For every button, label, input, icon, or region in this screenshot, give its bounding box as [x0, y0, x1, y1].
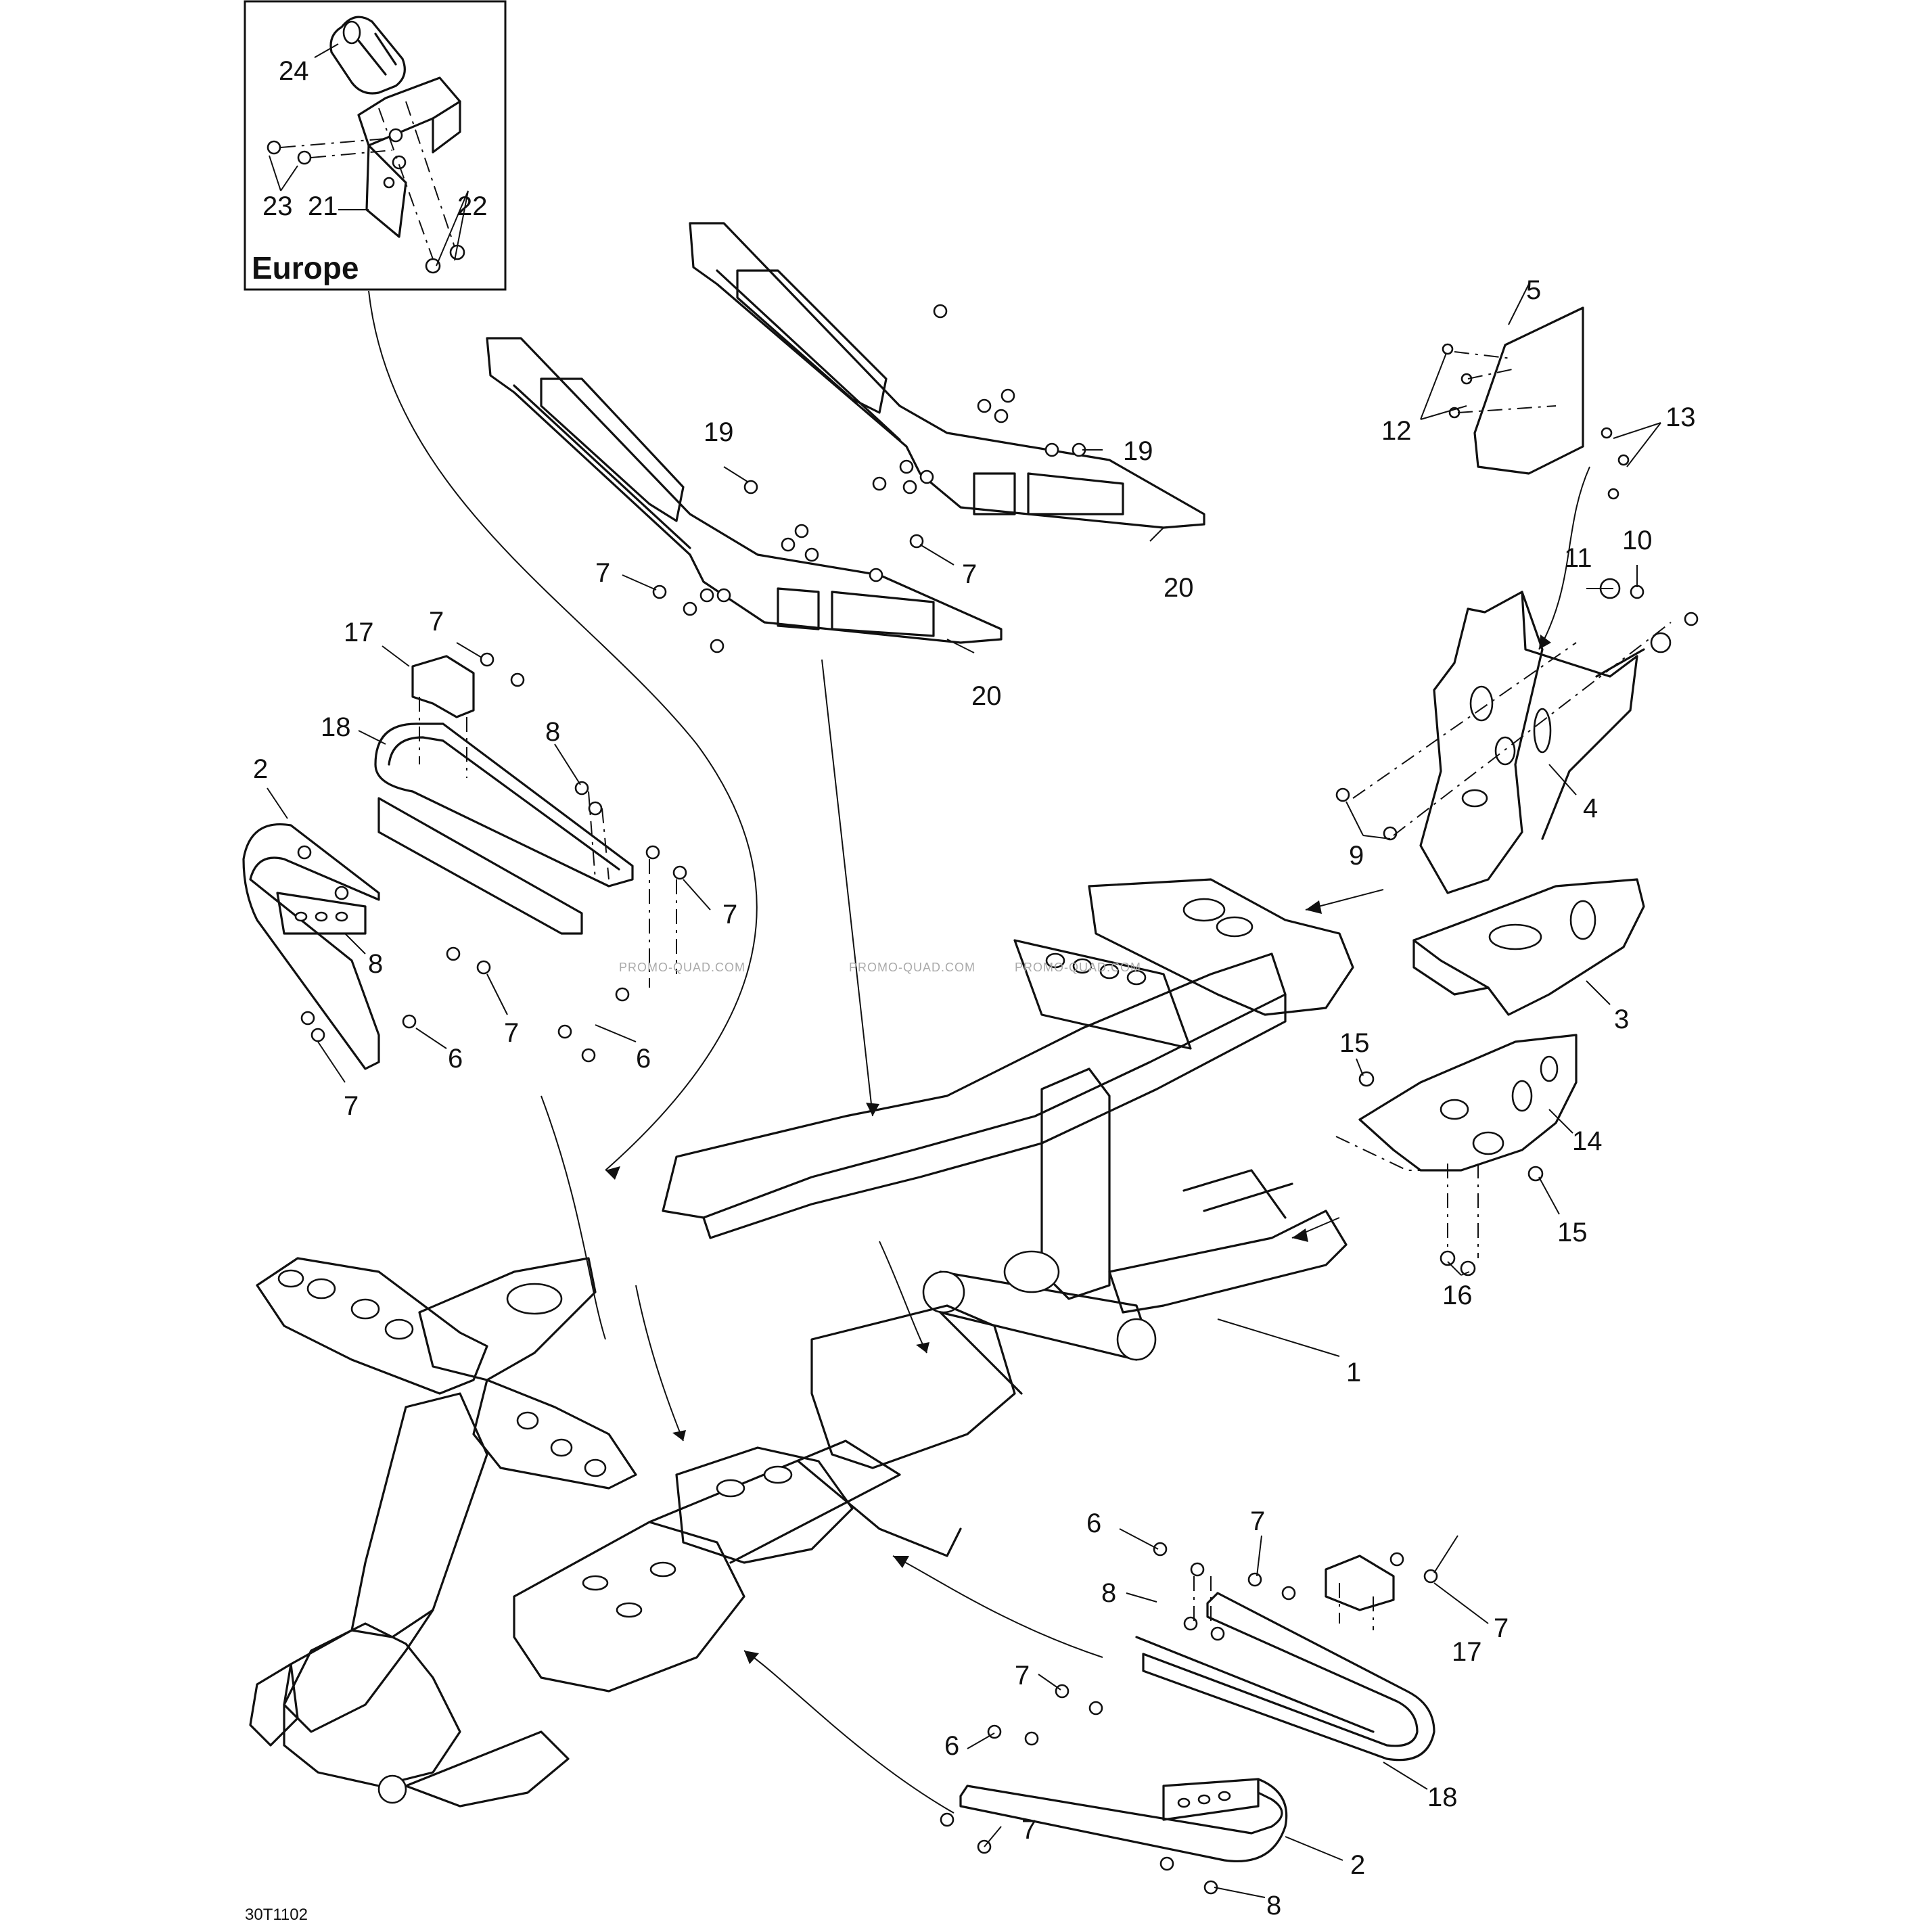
callout-20: 20 — [971, 681, 1002, 711]
part-21-bracket — [357, 76, 461, 238]
watermark: PROMO-QUAD.COM PROMO-QUAD.COM PROMO-QUAD… — [619, 961, 1141, 974]
part-2-guard-upper — [242, 823, 380, 1070]
inset-title: Europe — [252, 250, 359, 285]
watermark-text: PROMO-QUAD.COM — [1015, 961, 1141, 974]
bolt-icon — [297, 304, 1699, 1895]
callout-6: 6 — [1086, 1509, 1101, 1538]
callout-24: 24 — [279, 56, 309, 86]
callout-19: 19 — [1123, 436, 1153, 466]
callout-12: 12 — [1381, 416, 1412, 446]
callout-7: 7 — [595, 558, 610, 588]
callout-18: 18 — [1427, 1782, 1458, 1812]
part-5-panel — [1473, 306, 1584, 475]
part-2-guard-lower — [959, 1778, 1288, 1862]
callout-19: 19 — [704, 417, 734, 447]
watermark-text: PROMO-QUAD.COM — [849, 961, 975, 974]
callout-6: 6 — [448, 1044, 463, 1074]
callout-15: 15 — [1339, 1028, 1370, 1058]
callout-17: 17 — [344, 618, 374, 647]
part-17-bracket-lower — [1325, 1555, 1395, 1611]
fasteners — [297, 304, 1699, 1895]
callout-6: 6 — [636, 1044, 651, 1074]
callout-labels: 24 23 21 22 5 12 13 19 19 7 7 20 20 11 1… — [253, 56, 1696, 1920]
part-1-main-frame — [249, 878, 1354, 1808]
europe-inset — [244, 0, 507, 291]
part-14-engine-mount — [1358, 1034, 1578, 1172]
callout-11: 11 — [1564, 543, 1592, 573]
inset-fasteners — [267, 101, 465, 274]
callout-7: 7 — [1494, 1613, 1509, 1643]
callout-8: 8 — [368, 949, 383, 979]
arrowheads — [605, 635, 1551, 1664]
callout-7: 7 — [344, 1091, 359, 1121]
part-20-rack-support-rear — [689, 222, 1205, 529]
callout-7: 7 — [504, 1018, 519, 1048]
callout-7: 7 — [429, 607, 444, 637]
watermark-text: PROMO-QUAD.COM — [619, 961, 745, 974]
callout-10: 10 — [1622, 526, 1653, 555]
part-17-bracket-upper — [411, 655, 475, 718]
part-18-footrest-bar-upper — [374, 722, 634, 935]
callout-2: 2 — [1350, 1850, 1365, 1880]
callout-15: 15 — [1557, 1218, 1588, 1247]
leader-lines — [267, 43, 1661, 1898]
callout-8: 8 — [1101, 1578, 1116, 1608]
callout-9: 9 — [1349, 841, 1364, 871]
callout-6: 6 — [944, 1731, 959, 1761]
callout-3: 3 — [1614, 1005, 1629, 1034]
callout-7: 7 — [1021, 1815, 1036, 1845]
callout-22: 22 — [457, 191, 488, 221]
callout-18: 18 — [321, 712, 351, 742]
callout-2: 2 — [253, 754, 268, 784]
callout-23: 23 — [262, 191, 293, 221]
callout-14: 14 — [1572, 1126, 1603, 1156]
callout-7: 7 — [962, 559, 977, 589]
callout-21: 21 — [308, 191, 338, 221]
drawing-code: 30T1102 — [245, 1906, 308, 1924]
callout-13: 13 — [1665, 402, 1696, 432]
part-4-support-bracket — [1419, 591, 1645, 894]
callout-17: 17 — [1452, 1637, 1482, 1667]
callout-1: 1 — [1346, 1358, 1361, 1387]
callout-4: 4 — [1583, 794, 1598, 823]
callout-20: 20 — [1164, 573, 1194, 603]
part-3-mount-block — [1412, 878, 1645, 1016]
assembly-curves — [368, 290, 1590, 1814]
callout-16: 16 — [1442, 1281, 1473, 1310]
callout-7: 7 — [1250, 1506, 1265, 1536]
callout-5: 5 — [1526, 275, 1541, 305]
callout-8: 8 — [1266, 1891, 1281, 1920]
part-18-footrest-bar-lower — [1135, 1592, 1435, 1762]
callout-7: 7 — [1015, 1661, 1030, 1690]
callout-7: 7 — [722, 900, 737, 929]
callout-8: 8 — [545, 717, 560, 747]
part-20-rack-support-front — [486, 337, 1003, 644]
part-24-lock-cylinder — [329, 16, 406, 95]
